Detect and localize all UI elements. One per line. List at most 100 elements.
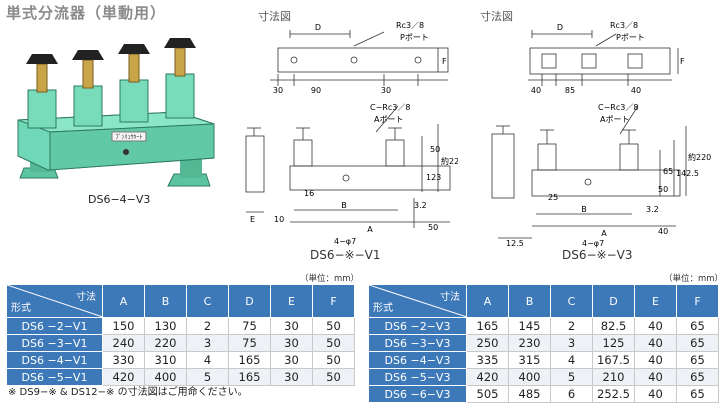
table-row: DS6 −6−V3 505 485 6 252.5 40 65 <box>368 385 719 403</box>
model-cell: DS6 −6−V3 <box>368 385 467 403</box>
value-cell: 485 <box>508 385 551 403</box>
table-v3-corner: 寸法 形式 <box>368 284 467 318</box>
svg-text:142.5: 142.5 <box>676 169 699 178</box>
svg-text:Rc3／8: Rc3／8 <box>610 21 638 30</box>
value-cell: 210 <box>592 368 635 386</box>
page-title: 単式分流器（単動用） <box>6 4 167 22</box>
value-cell: 165 <box>466 317 509 335</box>
value-cell: 65 <box>676 368 719 386</box>
value-cell: 50 <box>312 334 355 352</box>
value-cell: 65 <box>676 317 719 335</box>
table-v1-col-e: E <box>270 284 313 318</box>
table-v1-col-a: A <box>102 284 145 318</box>
svg-text:65: 65 <box>663 167 673 176</box>
table-row: DS6 −2−V1 150 130 2 75 30 50 <box>6 317 355 335</box>
drawing-v3-section-label: 寸法図 <box>480 10 513 23</box>
table-v3-col-a: A <box>466 284 509 318</box>
value-cell: 3 <box>186 334 229 352</box>
value-cell: 220 <box>144 334 187 352</box>
value-cell: 40 <box>634 334 677 352</box>
value-cell: 400 <box>508 368 551 386</box>
table-v1-col-b: B <box>144 284 187 318</box>
value-cell: 167.5 <box>592 351 635 369</box>
svg-text:Aポート: Aポート <box>374 115 403 124</box>
table-row: DS6 −2−V3 165 145 2 82.5 40 65 <box>368 317 719 335</box>
spec-table-v3: 寸法 形式 A B C D E F DS6 −2−V3 165 145 2 82… <box>368 284 719 403</box>
model-cell: DS6 −5−V1 <box>6 368 103 386</box>
value-cell: 65 <box>676 334 719 352</box>
value-cell: 310 <box>144 351 187 369</box>
svg-text:12.5: 12.5 <box>506 239 524 248</box>
footnote: ※ DS9−※ & DS12−※ の寸法図はご用命ください。 <box>8 387 248 398</box>
value-cell: 65 <box>676 351 719 369</box>
value-cell: 40 <box>634 317 677 335</box>
svg-text:B: B <box>341 201 347 210</box>
svg-text:E: E <box>250 215 255 224</box>
svg-text:Aポート: Aポート <box>600 115 629 124</box>
svg-text:40: 40 <box>531 86 541 95</box>
model-cell: DS6 −3−V3 <box>368 334 467 352</box>
value-cell: 145 <box>508 317 551 335</box>
table-v3-col-e: E <box>634 284 677 318</box>
value-cell: 315 <box>508 351 551 369</box>
value-cell: 4 <box>186 351 229 369</box>
value-cell: 40 <box>634 368 677 386</box>
value-cell: 65 <box>676 385 719 403</box>
value-cell: 40 <box>634 385 677 403</box>
table-row: DS6 −4−V1 330 310 4 165 30 50 <box>6 351 355 369</box>
svg-text:D: D <box>315 23 321 32</box>
table-v1-corner: 寸法 形式 <box>6 284 103 318</box>
value-cell: 330 <box>102 351 145 369</box>
svg-text:C−Rc3／8: C−Rc3／8 <box>370 103 410 112</box>
value-cell: 2 <box>186 317 229 335</box>
table-v1-col-c: C <box>186 284 229 318</box>
value-cell: 252.5 <box>592 385 635 403</box>
value-cell: 30 <box>270 368 313 386</box>
model-cell: DS6 −2−V1 <box>6 317 103 335</box>
value-cell: 420 <box>102 368 145 386</box>
table-v3-col-f: F <box>676 284 719 318</box>
table-row: DS6 −4−V3 335 315 4 167.5 40 65 <box>368 351 719 369</box>
table-v1-col-d: D <box>228 284 271 318</box>
svg-text:10: 10 <box>274 215 284 224</box>
drawing-v1-caption: DS6−※−V1 <box>310 248 381 262</box>
value-cell: 5 <box>186 368 229 386</box>
svg-text:約220: 約220 <box>688 152 711 162</box>
value-cell: 150 <box>102 317 145 335</box>
value-cell: 50 <box>312 351 355 369</box>
value-cell: 30 <box>270 351 313 369</box>
table-v3-col-b: B <box>508 284 551 318</box>
svg-text:123: 123 <box>426 173 441 182</box>
svg-text:3.2: 3.2 <box>414 201 427 210</box>
value-cell: 125 <box>592 334 635 352</box>
value-cell: 6 <box>550 385 593 403</box>
value-cell: 230 <box>508 334 551 352</box>
value-cell: 505 <box>466 385 509 403</box>
svg-text:25: 25 <box>548 193 558 202</box>
value-cell: 335 <box>466 351 509 369</box>
svg-text:40: 40 <box>658 227 668 236</box>
table-v3-unit: （単位：mm） <box>664 274 720 284</box>
table-row: DS6 −5−V1 420 400 5 165 30 50 <box>6 368 355 386</box>
drawing-v3-top-view: D Rc3／8 Pポート F 40 85 40 <box>528 21 685 95</box>
svg-text:4−φ7: 4−φ7 <box>582 239 604 248</box>
model-cell: DS6 −4−V1 <box>6 351 103 369</box>
photo-caption: DS6−4−V3 <box>88 193 151 206</box>
svg-text:C−Rc3／8: C−Rc3／8 <box>598 103 638 112</box>
drawing-v1-section-label: 寸法図 <box>258 10 291 23</box>
value-cell: 130 <box>144 317 187 335</box>
model-cell: DS6 −2−V3 <box>368 317 467 335</box>
svg-text:50: 50 <box>658 185 668 194</box>
value-cell: 165 <box>228 351 271 369</box>
svg-text:40: 40 <box>631 86 641 95</box>
value-cell: 82.5 <box>592 317 635 335</box>
table-row: DS6 −5−V3 420 400 5 210 40 65 <box>368 368 719 386</box>
value-cell: 165 <box>228 368 271 386</box>
table-v1-col-f: F <box>312 284 355 318</box>
svg-text:50: 50 <box>430 145 440 154</box>
value-cell: 2 <box>550 317 593 335</box>
value-cell: 240 <box>102 334 145 352</box>
svg-text:約220: 約220 <box>441 156 458 166</box>
value-cell: 30 <box>270 317 313 335</box>
value-cell: 40 <box>634 351 677 369</box>
